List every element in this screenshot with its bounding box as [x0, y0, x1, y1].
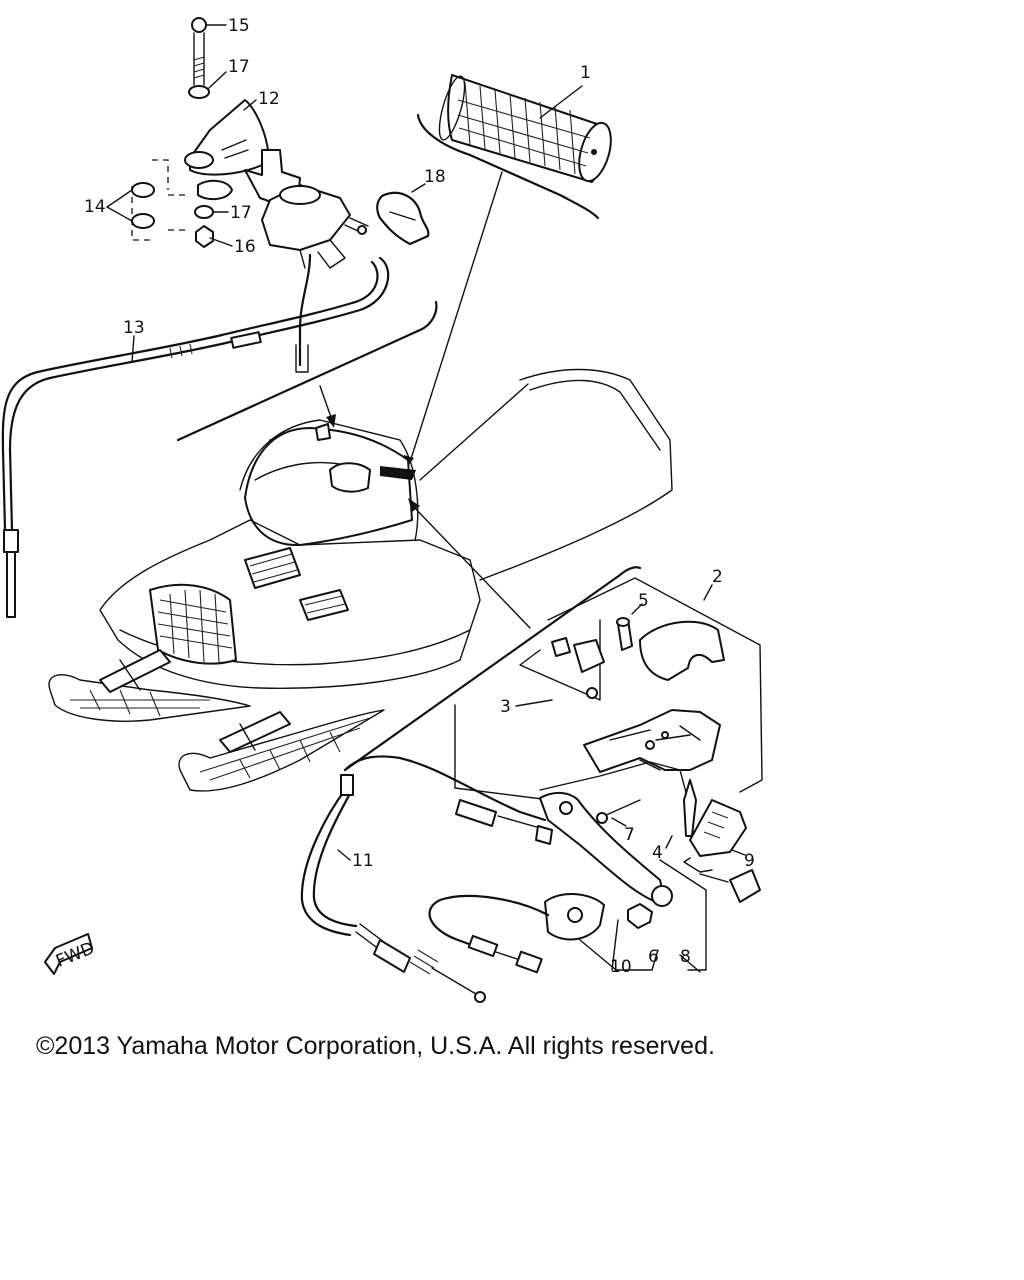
part-label-10: 10 [610, 957, 632, 977]
part-label-1: 1 [580, 63, 591, 83]
part-label-12: 12 [258, 89, 280, 109]
exploded-parts-diagram: FWD 15 17 12 1 14 17 16 18 13 2 5 3 7 4 … [1, 16, 763, 1003]
snowmobile-body [48, 368, 673, 792]
part-label-8: 8 [680, 947, 691, 967]
part-label-5: 5 [638, 591, 649, 611]
callout-leaders [106, 24, 746, 861]
part-label-16: 16 [234, 237, 256, 257]
copyright-notice: ©2013 Yamaha Motor Corporation, U.S.A. A… [36, 1032, 715, 1060]
throttle-housing-assembly [131, 17, 369, 373]
part-label-4: 4 [652, 843, 663, 863]
part-label-17-bottom: 17 [230, 203, 252, 223]
lower-bracket-line [343, 566, 642, 772]
handlebar-grip [438, 74, 612, 183]
switch-assembly [428, 577, 763, 974]
fwd-arrow-label: FWD [53, 938, 97, 971]
part-label-15: 15 [228, 16, 250, 36]
part-label-7: 7 [624, 825, 635, 845]
control-cable [300, 755, 553, 1003]
part-label-9: 9 [744, 851, 755, 871]
handlebar-bracket-line [176, 300, 438, 442]
throttle-cable [1, 256, 390, 618]
part-label-3: 3 [500, 697, 511, 717]
grip-leader-arrow [409, 171, 503, 463]
part-label-14: 14 [84, 197, 106, 217]
part-label-13: 13 [123, 318, 145, 338]
part-label-17-top: 17 [228, 57, 250, 77]
part-label-2: 2 [712, 567, 723, 587]
fwd-arrow: FWD [44, 933, 97, 975]
part-label-11: 11 [352, 851, 374, 871]
part-label-6: 6 [648, 947, 659, 967]
switch-leader-arrow [411, 504, 531, 629]
cable-clip [376, 191, 430, 246]
grip-bracket [416, 113, 600, 220]
part-label-18: 18 [424, 167, 446, 187]
